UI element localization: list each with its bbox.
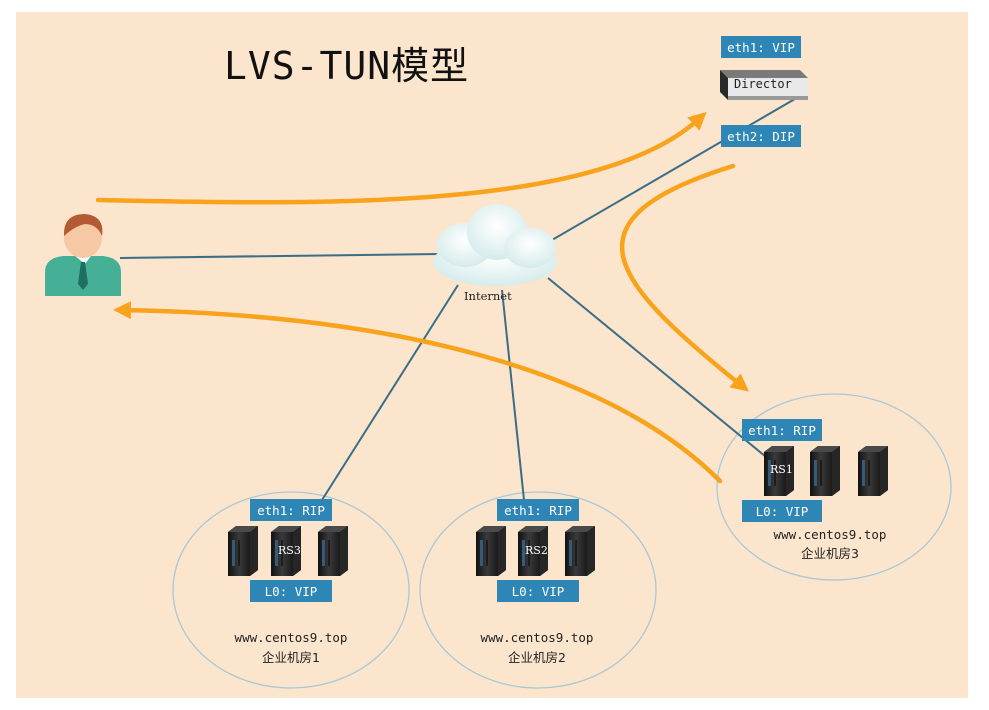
- link-user-internet: [119, 253, 441, 259]
- room2-rip-tag: eth1: RIP: [497, 499, 579, 521]
- room3-name: 企业机房3: [801, 546, 859, 561]
- room-ellipse-2: [419, 491, 657, 689]
- director-eth2-tag: eth2: DIP: [721, 125, 801, 147]
- response-arrow: [113, 301, 723, 484]
- user-icon: [45, 214, 121, 296]
- director-label: Director: [734, 77, 792, 91]
- room2-name: 企业机房2: [508, 650, 566, 665]
- director-eth1-tag: eth1: VIP: [721, 36, 801, 58]
- internet-label: Internet: [464, 289, 512, 303]
- director-server-icon: [720, 70, 808, 100]
- room3-server-label: RS1: [770, 463, 793, 476]
- diagram-canvas: [16, 12, 968, 698]
- room1-name: 企业机房1: [262, 650, 320, 665]
- forward-arrow: [620, 163, 750, 392]
- room1-server-label: RS3: [278, 544, 301, 557]
- link-internet-room1: [321, 284, 459, 501]
- room2-vip-tag: L0: VIP: [497, 580, 579, 602]
- room3-vip-tag: L0: VIP: [742, 500, 822, 522]
- room2-server-label: RS2: [525, 544, 548, 557]
- link-internet-room2: [501, 289, 525, 501]
- link-internet-director: [551, 95, 801, 241]
- room-ellipse-3: [716, 393, 952, 581]
- room1-domain: www.centos9.top: [234, 630, 348, 645]
- traffic-arrows: [95, 111, 750, 484]
- link-internet-rs1: [547, 277, 783, 471]
- request-arrow: [95, 111, 707, 205]
- room1-rip-tag: eth1: RIP: [250, 499, 332, 521]
- room1-vip-tag: L0: VIP: [250, 580, 332, 602]
- room2-domain: www.centos9.top: [480, 630, 594, 645]
- diagram-title: LVS-TUN模型: [224, 44, 470, 88]
- cloud-icon: [433, 204, 557, 286]
- network-links: [119, 95, 801, 501]
- room-ellipse-1: [172, 491, 410, 689]
- room3-rip-tag: eth1: RIP: [742, 419, 822, 441]
- room3-domain: www.centos9.top: [773, 527, 887, 542]
